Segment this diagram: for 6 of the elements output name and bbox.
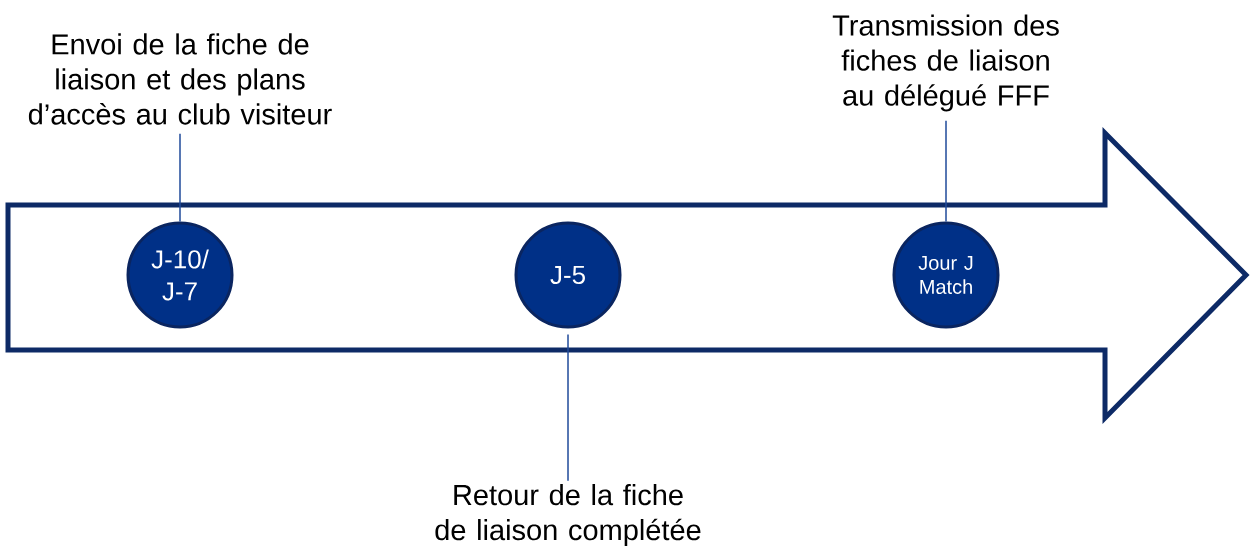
milestone-label: Retour de la fiche de liaison complétée	[435, 484, 701, 546]
leader-line	[179, 133, 181, 223]
milestone-label: Transmission des fiches de liaison au délégué FFF	[832, 14, 1059, 112]
leader-line	[945, 119, 947, 223]
milestone-label: Envoi de la fiche de liaison et des plans d’accès au club visiteur	[28, 33, 332, 125]
leader-line	[567, 333, 569, 482]
